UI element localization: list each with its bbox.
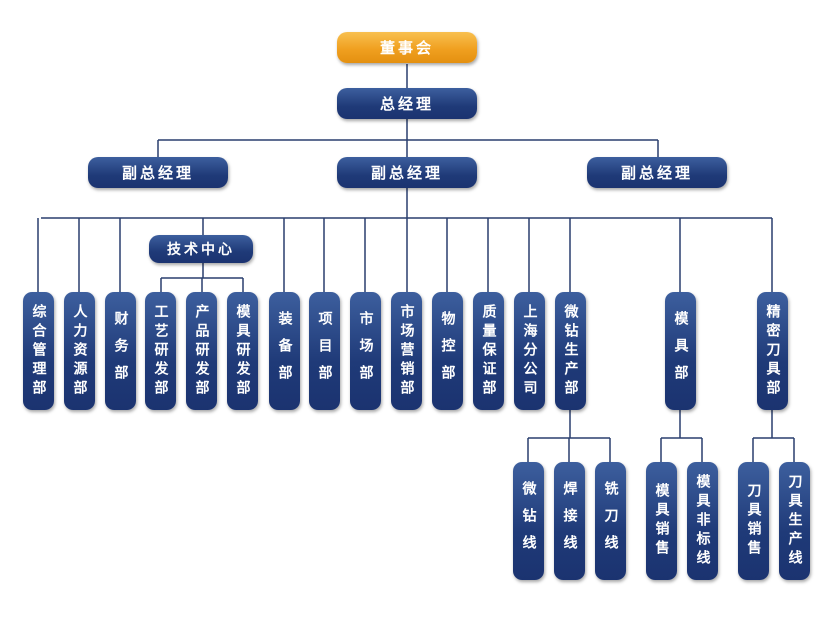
dept-precision-tool: 精密刀具部 [757,292,788,410]
dept-quality: 质量保证部 [473,292,504,410]
dept-market: 市场部 [350,292,381,410]
dept-mold: 模具部 [665,292,696,410]
dept-process-rd: 工艺研发部 [145,292,176,410]
vice-gm-node-3: 副总经理 [587,157,727,188]
unit-milling-cutter-line: 铣刀线 [595,462,626,580]
unit-tool-production-line: 刀具生产线 [779,462,810,580]
dept-material-control: 物控部 [432,292,463,410]
dept-marketing: 市场营销部 [391,292,422,410]
board-node: 董事会 [337,32,477,63]
dept-microdrill-production: 微钻生产部 [555,292,586,410]
general-manager-node: 总经理 [337,88,477,119]
unit-mold-sales: 模具销售 [646,462,677,580]
dept-admin: 综合管理部 [23,292,54,410]
dept-hr: 人力资源部 [64,292,95,410]
unit-tool-sales: 刀具销售 [738,462,769,580]
vice-gm-node-2: 副总经理 [337,157,477,188]
dept-shanghai-branch: 上海分公司 [514,292,545,410]
dept-equipment: 装备部 [269,292,300,410]
unit-welding-line: 焊接线 [554,462,585,580]
dept-mold-rd: 模具研发部 [227,292,258,410]
dept-product-rd: 产品研发部 [186,292,217,410]
unit-microdrill-line: 微钻线 [513,462,544,580]
dept-project: 项目部 [309,292,340,410]
vice-gm-node-1: 副总经理 [88,157,228,188]
tech-center-node: 技术中心 [149,235,253,263]
dept-finance: 财务部 [105,292,136,410]
unit-mold-nonstandard-line: 模具非标线 [687,462,718,580]
